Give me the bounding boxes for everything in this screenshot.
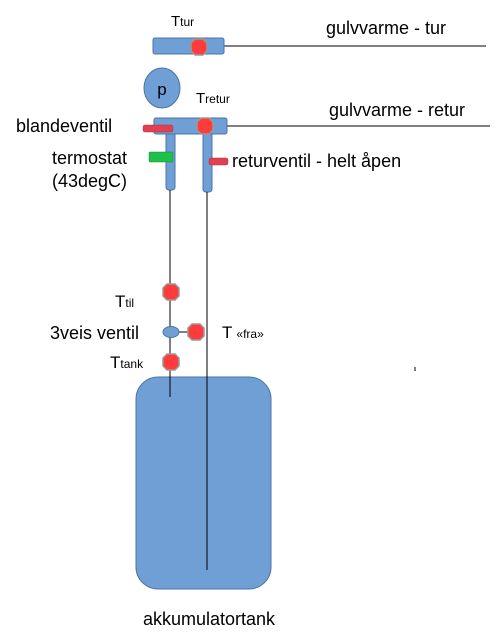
t-tur-label: Ttur xyxy=(171,13,194,30)
mixing-valve xyxy=(142,124,174,133)
t-til-sensor xyxy=(162,283,180,301)
accumulator-tank xyxy=(135,376,272,590)
return-valve-label: returventil - helt åpen xyxy=(232,151,401,171)
t-tank-label: Ttank xyxy=(110,353,144,372)
t-retur-sensor xyxy=(196,117,214,135)
mixing-valve-label: blandeventil xyxy=(16,116,112,136)
t-tur-sensor xyxy=(190,38,208,56)
t-til-label: Ttil xyxy=(115,292,134,311)
pump xyxy=(143,67,181,109)
return-valve xyxy=(208,157,229,166)
three-way-valve-label: 3veis ventil xyxy=(50,323,139,343)
thermostat xyxy=(148,151,174,163)
three-way-valve xyxy=(162,326,180,338)
t-fra-label: T«fra» xyxy=(222,323,264,342)
thermostat-label-line1: termostat xyxy=(52,148,127,168)
t-retur-label: Tretur xyxy=(196,90,230,107)
pump-label: p xyxy=(157,80,166,99)
supply-manifold xyxy=(152,37,225,55)
t-fra-sensor xyxy=(187,323,205,341)
t-tank-sensor xyxy=(162,353,180,371)
thermostat-label-line2: (43degC) xyxy=(52,171,127,191)
tank-label: akkumulatortank xyxy=(143,609,276,629)
floor-return-label: gulvvarme - retur xyxy=(329,100,465,120)
floor-supply-label: gulvvarme - tur xyxy=(326,18,446,38)
